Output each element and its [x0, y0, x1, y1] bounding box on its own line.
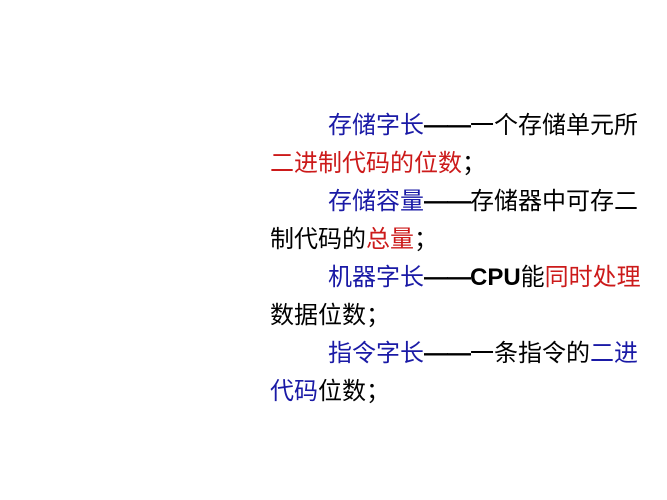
em-dash: —— [424, 112, 471, 139]
definition-text: 一条指令的 [470, 339, 590, 367]
punctuation: ； [462, 149, 486, 177]
em-dash: —— [424, 264, 471, 291]
term-storage-word-length: 存储字长 [328, 111, 424, 139]
punctuation: ； [366, 301, 390, 329]
term-storage-capacity: 存储容量 [328, 187, 424, 215]
definition-text: 存储器中可存二 [470, 187, 638, 215]
highlight-text: 总量 [366, 225, 414, 253]
definition-text: 数据位数 [270, 301, 366, 329]
highlight-text: 二进制代码的位数 [270, 149, 462, 177]
term-instruction-word-length: 指令字长 [328, 339, 424, 367]
punctuation: ； [414, 225, 438, 253]
term-machine-word-length: 机器字长 [328, 263, 424, 291]
highlight-text: 二进 [590, 339, 638, 367]
cpu-label: CPU [470, 264, 521, 291]
punctuation: ； [366, 377, 390, 405]
em-dash: —— [424, 188, 471, 215]
line-5-machine-word-length: 机器字长——CPU能同时处理 [270, 258, 667, 296]
line-6: 数据位数； [270, 296, 667, 334]
line-8: 代码位数； [270, 372, 667, 410]
definition-text: 位数 [318, 377, 366, 405]
line-1-storage-word-length: 存储字长——一个存储单元所 [270, 106, 667, 144]
line-2: 二进制代码的位数； [270, 144, 667, 182]
line-3-storage-capacity: 存储容量——存储器中可存二 [270, 182, 667, 220]
em-dash: —— [424, 340, 471, 367]
highlight-text: 同时处理 [544, 263, 641, 291]
definition-text: 一个存储单元所 [470, 111, 638, 139]
definition-text: 能 [520, 263, 545, 291]
highlight-text: 代码 [270, 377, 318, 405]
definitions-text-block: 存储字长——一个存储单元所 二进制代码的位数； 存储容量——存储器中可存二 制代… [270, 106, 667, 410]
definition-text: 制代码的 [270, 225, 366, 253]
line-7-instruction-word-length: 指令字长——一条指令的二进 [270, 334, 667, 372]
line-4: 制代码的总量； [270, 220, 667, 258]
